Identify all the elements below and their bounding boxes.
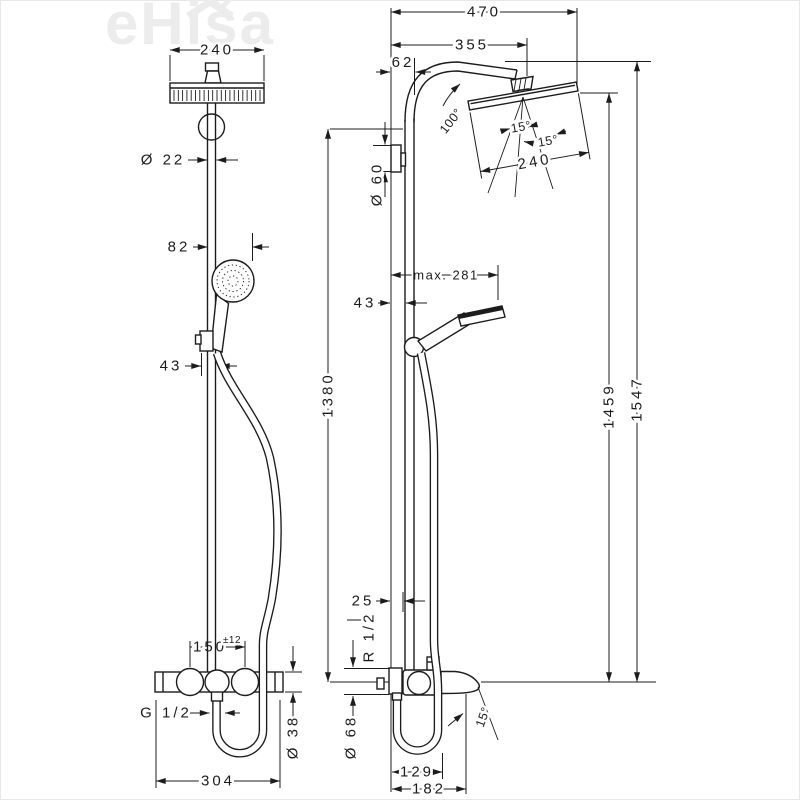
dim-label-100deg: 100°	[437, 106, 465, 137]
side-view: 470 355 62 Ø 60 1380	[317, 1, 656, 800]
dim-label-470: 470	[467, 4, 501, 21]
dim-bar-height: 1380	[317, 128, 403, 683]
bath-mixer-side	[376, 656, 480, 696]
dim-label-15-right: 15°	[537, 132, 560, 149]
dim-label-43: 43	[160, 358, 183, 375]
overhead-shower	[169, 62, 265, 104]
front-shower-column	[154, 62, 284, 758]
dim-label-182: 182	[412, 781, 446, 798]
shower-arm	[404, 61, 518, 123]
hand-shower-head	[211, 259, 255, 303]
dim-label-max281: max. 281	[413, 268, 478, 283]
supply-stub	[376, 677, 385, 690]
dim-label-tolerance: ±12	[223, 635, 241, 646]
dim-label-o38: Ø 38	[285, 715, 302, 760]
watermark-text: eHiša	[105, 0, 275, 57]
shower-arm	[413, 70, 516, 123]
dim-total-reach: 470	[390, 1, 578, 88]
dim-label-129: 129	[400, 764, 434, 781]
dim-connection-spacing: 150 ±12	[189, 633, 246, 667]
dim-label-43-side: 43	[354, 295, 377, 312]
dim-pipe-diameter: Ø 22	[138, 149, 238, 171]
dim-label-o60: Ø 60	[369, 162, 386, 207]
valve-center	[204, 669, 230, 695]
hose-connector-side	[391, 692, 403, 701]
dim-label-1459: 1459	[601, 383, 618, 428]
dim-label-r12: R 1/2	[361, 612, 378, 663]
dim-outlet-thread: G 1/2	[138, 702, 240, 724]
dim-label-150: 150	[193, 639, 227, 656]
hand-shower-holder	[199, 330, 214, 352]
mixer-knob	[406, 670, 432, 696]
dim-top-offset: 62	[376, 52, 431, 95]
mixer-flange	[388, 667, 403, 695]
dim-head-width: 240	[169, 39, 265, 81]
dim-hose-loop-width: 129	[391, 753, 443, 783]
shower-hose	[210, 351, 282, 758]
watermark: eHiša	[105, 0, 275, 57]
dim-head-height: 1459	[580, 92, 620, 683]
dim-head-reach: 355	[390, 34, 528, 76]
temperature-knob	[175, 667, 205, 697]
dim-handshower-width: 82	[165, 233, 269, 261]
dim-label-25: 25	[352, 593, 375, 610]
hand-shower	[194, 259, 255, 353]
dim-wall-gap: 25	[349, 590, 425, 612]
watermark-roof-icon	[186, 0, 234, 19]
dim-label-15-spout: 15°	[473, 705, 493, 729]
dim-holder-wall-offset: 43	[351, 292, 427, 314]
dim-spout-angle: 15°	[447, 686, 499, 741]
dim-label-1547: 1547	[629, 376, 646, 421]
dim-spout-reach: 182	[391, 694, 467, 800]
dim-label-1380: 1380	[320, 372, 337, 417]
shower-hose-side	[391, 352, 443, 755]
dim-label-o22: Ø 22	[141, 152, 186, 169]
hose-outlet-connector	[210, 691, 224, 702]
dim-label-304: 304	[201, 773, 235, 790]
dim-valve-body-diameter: Ø 68	[340, 668, 389, 762]
side-shower-column: 15°	[376, 61, 579, 755]
dim-label-g12: G 1/2	[140, 705, 192, 722]
dim-valve-width: 304	[155, 700, 281, 792]
front-view: 240 Ø 22 82 43 150 ±12	[138, 39, 304, 792]
volume-knob	[230, 667, 260, 697]
dim-label-15-left: 15°	[510, 118, 533, 135]
dim-valve-diameter: Ø 38	[282, 646, 304, 762]
thermostat-valve	[154, 667, 284, 697]
dim-label-240: 240	[200, 42, 234, 59]
dim-label-o68: Ø 68	[343, 715, 360, 760]
dim-flange-diameter: Ø 60	[366, 122, 391, 209]
spray-face-hatch	[173, 90, 261, 101]
dim-total-height: 1547	[505, 61, 651, 683]
dim-handshower-reach: max. 281	[390, 265, 499, 300]
wall-flange	[390, 144, 407, 173]
dim-label-82: 82	[168, 239, 191, 256]
tub-spout	[440, 670, 480, 695]
dim-label-62: 62	[392, 54, 415, 71]
dim-label-355: 355	[455, 37, 489, 54]
dim-arm-angle: 100°	[434, 83, 468, 139]
hand-shower-side	[403, 305, 506, 358]
dim-label-240-side: 240	[516, 151, 552, 174]
dim-supply-thread: R 1/2	[347, 609, 380, 668]
dim-holder-offset: 43	[157, 353, 237, 377]
wall-bracket-ring	[197, 113, 226, 141]
